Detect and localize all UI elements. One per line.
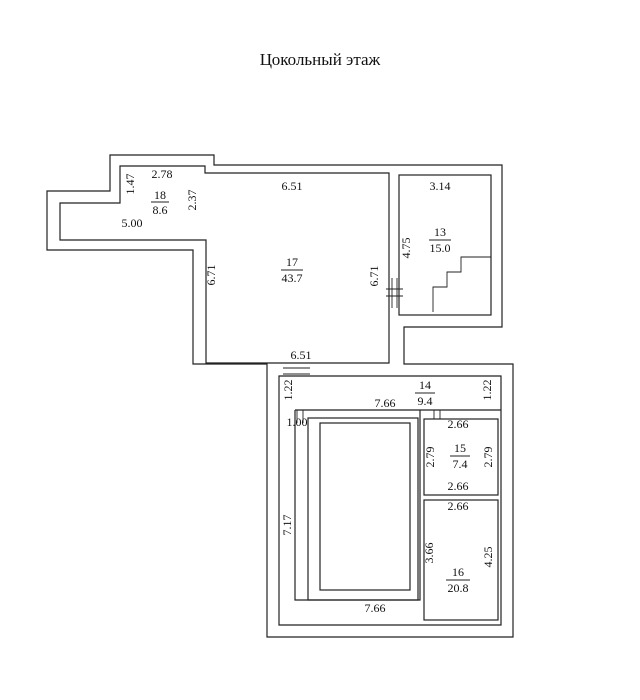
room-16-wall [423,499,499,621]
room-number: 14 [419,378,431,392]
dim-18-top: 2.78 [152,167,173,181]
door-17-13 [386,278,403,308]
dim-16-left: 3.66 [422,543,436,564]
room-label-15: 15 7.4 [450,441,470,471]
floor-title: Цокольный этаж [259,50,381,69]
lower-inner-wall [278,375,502,626]
dim-14-width: 7.66 [375,396,396,410]
dim-15-left: 2.79 [423,447,437,468]
dim-pool-left: 7.17 [280,515,294,536]
dim-14-right: 1.22 [480,380,494,401]
dim-17-top: 6.51 [282,179,303,193]
room-area: 43.7 [282,271,303,285]
room-number: 13 [434,225,446,239]
door-14-15 [433,410,441,419]
room-label-16: 16 20.8 [446,565,470,595]
outer-wall [46,154,514,638]
dim-17-bottom: 6.51 [291,348,312,362]
dim-15-bottom: 2.66 [448,479,469,493]
pool-outer [307,417,419,601]
room-13-wall [398,174,492,316]
room-17-18-inner-wall [59,165,390,364]
dim-13-top: 3.14 [430,179,451,193]
stair-13 [432,256,491,312]
dim-16-right: 4.25 [481,547,495,568]
room-number: 17 [286,255,298,269]
room-area: 9.4 [418,394,433,408]
room-label-13: 13 15.0 [429,225,451,255]
room-label-14: 14 9.4 [415,378,435,408]
dim-16-top: 2.66 [448,499,469,513]
dim-step: 1.00 [287,415,308,429]
dim-pool-bottom: 7.66 [365,601,386,615]
pool-inner [319,422,411,591]
room-area: 20.8 [448,581,469,595]
step-mark [296,410,304,423]
room-number: 16 [452,565,464,579]
room-label-18: 18 8.6 [151,188,169,217]
room-number: 15 [454,441,466,455]
room-area: 8.6 [153,203,168,217]
dim-14-left: 1.22 [281,380,295,401]
room-label-17: 17 43.7 [281,255,303,285]
dim-18-left: 1.47 [123,174,137,195]
room-14-wall [294,409,501,601]
dim-13-left: 4.75 [399,238,413,259]
room-area: 7.4 [453,457,468,471]
passage-17-14 [283,367,310,375]
room-area: 15.0 [430,241,451,255]
dim-17-right: 6.71 [367,266,381,287]
room-number: 18 [154,188,166,202]
dim-18-bottom: 5.00 [122,216,143,230]
room-15-wall [423,418,499,496]
dim-15-right: 2.79 [481,447,495,468]
dim-18-right: 2.37 [185,190,199,211]
dim-17-left: 6.71 [204,265,218,286]
dim-15-top: 2.66 [448,417,469,431]
